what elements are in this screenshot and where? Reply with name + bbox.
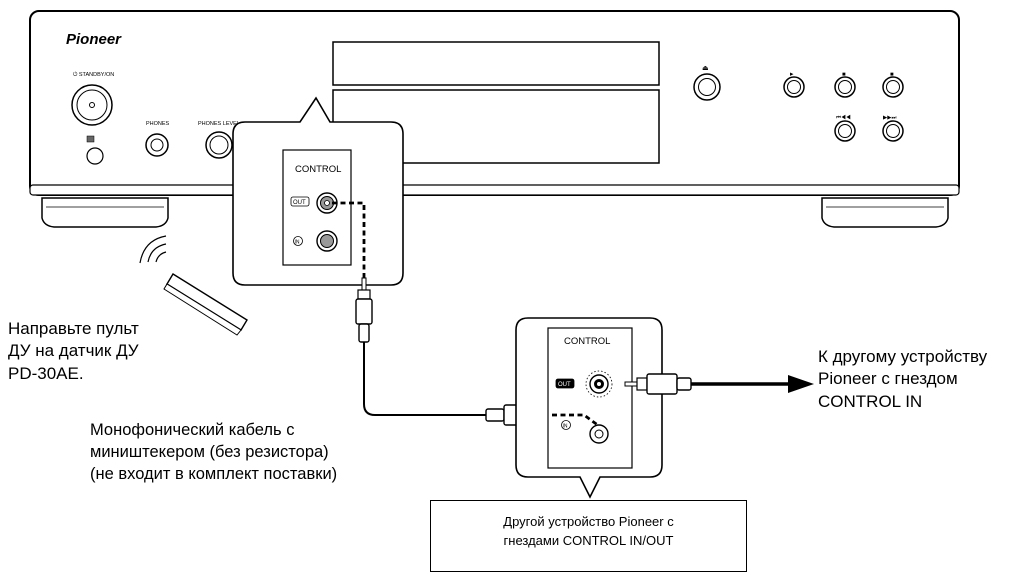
disc-tray-upper: [332, 41, 660, 86]
cable-note-line-1: Монофонический кабель с: [90, 421, 295, 439]
remote-note: Направьте пульт ДУ на датчик ДУ PD-30AE.: [8, 318, 139, 385]
phones-level-label: PHONES LEVEL: [198, 121, 240, 127]
out-badge-other: [555, 378, 575, 389]
pause-button[interactable]: [834, 76, 856, 98]
mini-plug-out: [624, 373, 692, 395]
in-label-main: IN: [295, 240, 300, 246]
remote-control: [163, 273, 248, 336]
device-foot-right: [821, 197, 949, 228]
control-title-other: CONTROL: [564, 336, 610, 347]
mono-cable: [363, 342, 486, 416]
control-title-main: CONTROL: [295, 164, 341, 175]
control-callout-main: CONTROL OUT IN: [232, 96, 404, 286]
dashed-line-main: [332, 201, 366, 290]
remote-sensor: [86, 135, 95, 143]
control-in-jack-main[interactable]: [316, 230, 338, 252]
phones-jack[interactable]: [145, 133, 169, 157]
cable-note-line-2: миништекером (без резистора): [90, 442, 329, 461]
cable-note-line-3: (не входит в комплект поставки): [90, 464, 338, 483]
cable-note: Монофонический кабель с миништекером (бе…: [90, 420, 337, 485]
remote-note-line-2: ДУ на датчик ДУ: [8, 341, 139, 361]
sacd-button[interactable]: [86, 147, 104, 165]
dashed-line-other: [552, 413, 600, 428]
out-badge-main: [290, 196, 310, 207]
control-out-jack-other[interactable]: [585, 370, 613, 398]
other-device-note-line-1: К другому устройству: [818, 347, 988, 366]
device-foot-left: [41, 197, 169, 228]
other-device-box: Другой устройство Pioneer с гнездами CON…: [430, 500, 747, 572]
play-button[interactable]: [783, 76, 805, 98]
pioneer-cd-player: Pioneer ⏻ STANDBY/ON PHONES PHONES LEVEL…: [29, 10, 960, 196]
in-badge-main: [293, 236, 303, 246]
in-label-other: IN: [563, 424, 568, 430]
other-device-note-line-3: CONTROL IN: [818, 391, 923, 411]
box-note-line-2: гнездами CONTROL IN/OUT: [503, 532, 674, 548]
mini-plug-main: [355, 277, 373, 343]
in-badge-other: [561, 420, 571, 430]
eject-symbol: ⏏: [702, 65, 709, 72]
remote-note-line-1: Направьте пульт: [8, 319, 139, 338]
other-device-note: К другому устройству Pioneer с гнездом C…: [818, 346, 987, 413]
next-button[interactable]: [882, 120, 904, 142]
control-out-jack-main[interactable]: [316, 192, 338, 214]
remote-signal-waves: [139, 235, 167, 264]
next-symbol: ▶▶⏭: [883, 115, 896, 121]
out-label-other: OUT: [558, 382, 571, 388]
eject-button[interactable]: [693, 73, 721, 101]
standby-label: ⏻ STANDBY/ON: [73, 71, 114, 78]
other-device-note-line-2: Pioneer с гнездом: [818, 369, 958, 389]
stop-button[interactable]: [882, 76, 904, 98]
remote-note-line-3: PD-30AE.: [8, 363, 84, 383]
prev-button[interactable]: [834, 120, 856, 142]
out-label-main: OUT: [293, 200, 306, 206]
stop-symbol: ■: [890, 72, 894, 78]
phones-label: PHONES: [146, 121, 170, 127]
standby-button[interactable]: [71, 84, 113, 126]
control-in-jack-other[interactable]: [589, 424, 609, 444]
play-symbol: ▸: [790, 71, 794, 78]
pause-symbol: ■: [842, 72, 846, 78]
arrow-to-other-device: [691, 375, 814, 393]
box-note-line-1: Другой устройство Pioneer с: [503, 514, 674, 529]
prev-symbol: ⏮◀◀: [836, 114, 851, 121]
brand-logo: Pioneer: [66, 31, 122, 48]
phones-level-knob[interactable]: [205, 131, 233, 159]
control-callout-other: CONTROL OUT IN: [515, 317, 663, 499]
